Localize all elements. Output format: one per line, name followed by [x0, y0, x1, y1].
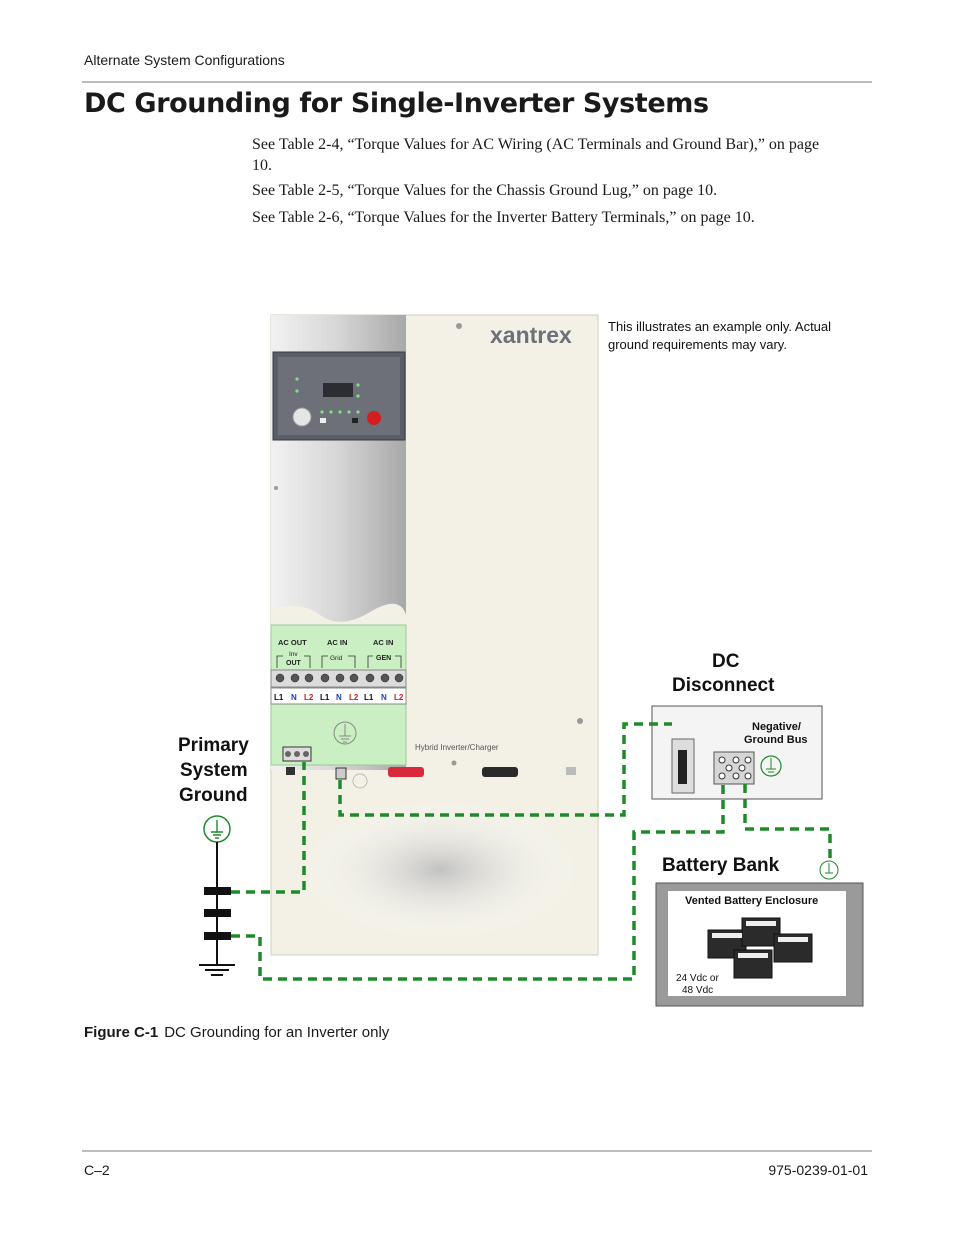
footer-rule: [82, 1150, 872, 1152]
running-header: Alternate System Configurations: [84, 52, 285, 68]
svg-text:AC IN: AC IN: [327, 638, 347, 647]
svg-text:Inv: Inv: [289, 651, 298, 658]
svg-text:N: N: [336, 693, 342, 702]
svg-text:System: System: [180, 760, 248, 781]
svg-text:L2: L2: [394, 693, 404, 702]
paragraph-table-2-6: See Table 2-6, “Torque Values for the In…: [252, 209, 755, 226]
svg-text:OUT: OUT: [286, 660, 302, 667]
primary-system-ground: Primary System Ground: [178, 735, 249, 976]
svg-text:48 Vdc: 48 Vdc: [682, 985, 713, 996]
page-number: C–2: [84, 1162, 110, 1178]
power-button-icon: [367, 411, 381, 425]
svg-text:DC: DC: [712, 651, 740, 672]
svg-text:L1: L1: [364, 693, 374, 702]
svg-text:AC OUT: AC OUT: [278, 638, 307, 647]
page-title: DC Grounding for Single-Inverter Systems: [84, 88, 709, 119]
svg-text:L1: L1: [274, 693, 284, 702]
figure-note-line1: This illustrates an example only. Actual: [608, 319, 831, 334]
svg-text:Disconnect: Disconnect: [672, 675, 775, 696]
svg-text:Ground Bus: Ground Bus: [744, 734, 808, 746]
inverter-unit: xantrex AC OUT AC IN AC IN Inv OUT Grid …: [270, 314, 599, 956]
figure-caption: Figure C-1 DC Grounding for an Inverter o…: [84, 1024, 389, 1041]
svg-text:Negative/: Negative/: [752, 721, 801, 733]
dc-disconnect: DC Disconnect Negative/ Ground Bus: [651, 651, 823, 800]
paragraph-table-2-4: See Table 2-4, “Torque Values for AC Wir…: [252, 136, 820, 174]
brand-logo: xantrex: [490, 322, 572, 348]
figure-caption-label: Figure C-1: [84, 1024, 159, 1041]
document-number: 975-0239-01-01: [768, 1162, 868, 1178]
figure-note-line2: ground requirements may vary.: [608, 337, 787, 352]
figure-caption-text: DC Grounding for an Inverter only: [164, 1024, 390, 1041]
svg-text:Vented Battery Enclosure: Vented Battery Enclosure: [685, 895, 818, 907]
svg-text:Battery Bank: Battery Bank: [662, 855, 780, 876]
ground-wires: [231, 722, 832, 981]
svg-text:L2: L2: [304, 693, 314, 702]
svg-text:Ground: Ground: [179, 785, 248, 806]
svg-text:24 Vdc or: 24 Vdc or: [676, 973, 719, 984]
svg-text:Primary: Primary: [178, 735, 249, 756]
svg-text:Grid: Grid: [330, 655, 343, 662]
svg-text:GEN: GEN: [376, 655, 391, 662]
svg-text:L1: L1: [320, 693, 330, 702]
header-rule: [82, 81, 872, 83]
svg-text:N: N: [291, 693, 297, 702]
negative-dc-terminal: [482, 767, 518, 777]
paragraph-table-2-5: See Table 2-5, “Torque Values for the Ch…: [252, 182, 718, 199]
svg-text:AC IN: AC IN: [373, 638, 393, 647]
svg-text:L2: L2: [349, 693, 359, 702]
svg-text:N: N: [381, 693, 387, 702]
svg-text:Hybrid Inverter/Charger: Hybrid Inverter/Charger: [415, 743, 499, 752]
positive-dc-terminal: [388, 767, 424, 777]
battery-bank: Battery Bank Vented Battery Enclosure 24…: [655, 855, 864, 1007]
